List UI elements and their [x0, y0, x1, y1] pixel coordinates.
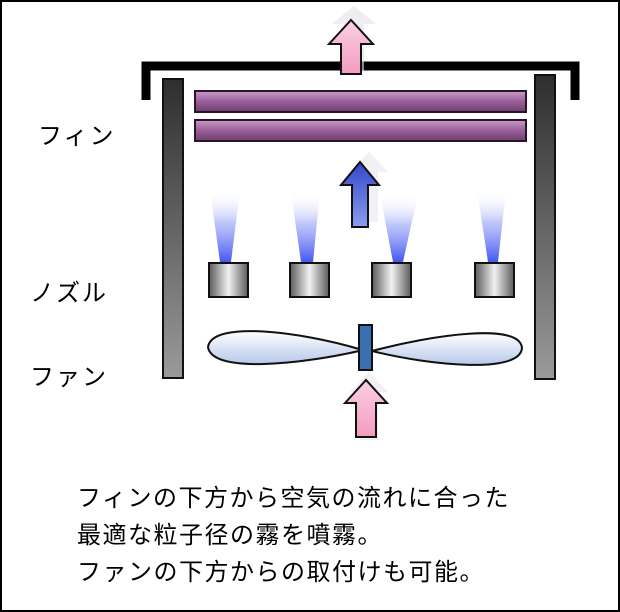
label-fin: フィン: [38, 122, 116, 150]
nozzle-2: [289, 262, 330, 298]
spray-cone-1: [210, 190, 240, 262]
nozzle-3: [371, 262, 412, 298]
nozzle-4: [474, 262, 515, 298]
fin-plate-lower: [194, 119, 527, 142]
mist-flow-arrow-icon: [338, 152, 388, 228]
spray-cone-4: [477, 190, 506, 262]
fan-hub: [358, 324, 373, 371]
left-side-wall: [162, 78, 184, 379]
fan-blade-left: [206, 330, 360, 366]
intake-arrow-icon: [342, 372, 390, 440]
spray-cone-3: [380, 194, 418, 262]
exhaust-arrow-icon: [326, 6, 376, 75]
fan-icon: [206, 324, 524, 371]
spray-cone-2: [291, 192, 320, 262]
fin-plate-upper: [194, 90, 527, 113]
fan-blade-right: [371, 332, 524, 366]
caption-line-3: ファンの下方からの取付けも可能。: [77, 558, 485, 586]
caption-line-2: 最適な粒子径の霧を噴霧。: [77, 521, 383, 549]
label-nozzle: ノズル: [30, 279, 108, 307]
caption-line-1: フィンの下方から空気の流れに合った: [77, 484, 511, 512]
nozzle-1: [208, 262, 249, 298]
caption-text: フィンの下方から空気の流れに合った 最適な粒子径の霧を噴霧。 ファンの下方からの…: [77, 480, 510, 591]
right-side-wall: [534, 74, 556, 380]
label-fan: ファン: [30, 363, 108, 391]
